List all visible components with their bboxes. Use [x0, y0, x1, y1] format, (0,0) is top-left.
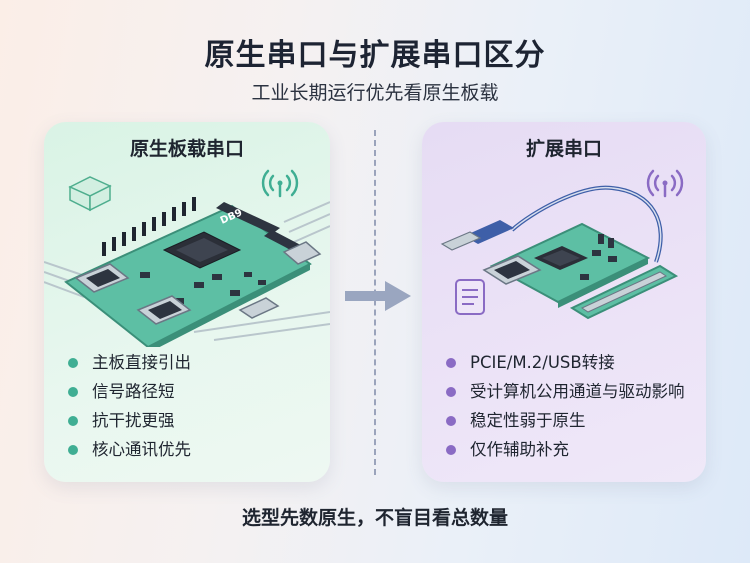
list-item-label: 稳定性弱于原生 — [470, 411, 586, 430]
right-arrow-icon — [345, 281, 411, 311]
chip-package-icon — [68, 176, 112, 212]
list-item-label: 核心通讯优先 — [92, 440, 191, 459]
list-item: PCIE/M.2/USB转接 — [444, 348, 685, 377]
bullet-dot-icon — [446, 387, 456, 397]
expansion-serial-feature-list: PCIE/M.2/USB转接 受计算机公用通道与驱动影响 稳定性弱于原生 仅作辅… — [444, 348, 685, 464]
pin-header — [102, 197, 196, 256]
bullet-dot-icon — [68, 358, 78, 368]
expansion-serial-panel: 扩展串口 — [422, 122, 706, 482]
list-item-label: 受计算机公用通道与驱动影响 — [470, 382, 685, 401]
list-item: 核心通讯优先 — [66, 435, 191, 464]
bullet-dot-icon — [68, 387, 78, 397]
riser-connector — [580, 271, 668, 313]
panel-divider — [374, 130, 376, 475]
bullet-dot-icon — [68, 416, 78, 426]
list-item-label: 仅作辅助补充 — [470, 440, 569, 459]
bullet-dot-icon — [446, 416, 456, 426]
list-item-label: PCIE/M.2/USB转接 — [470, 353, 615, 372]
expansion-slot — [216, 202, 280, 234]
bullet-dot-icon — [68, 445, 78, 455]
expansion-card-illustration — [440, 169, 684, 320]
db9-connector-3 — [282, 241, 322, 265]
motherboard-illustration: DB9 — [44, 169, 330, 347]
native-serial-panel: 原生板载串口 — [44, 122, 330, 482]
signal-traces — [44, 201, 330, 341]
wireless-signal-icon — [646, 169, 684, 198]
list-item: 仅作辅助补充 — [444, 435, 685, 464]
list-item: 信号路径短 — [66, 377, 191, 406]
page-title: 原生串口与扩展串口区分 — [204, 38, 546, 73]
document-icon — [455, 279, 485, 315]
list-item-label: 抗干扰更强 — [92, 411, 175, 430]
list-item-label: 信号路径短 — [92, 382, 175, 401]
list-item: 受计算机公用通道与驱动影响 — [444, 377, 685, 406]
bullet-dot-icon — [446, 358, 456, 368]
usb-plug-icon — [440, 220, 514, 251]
wireless-signal-icon — [261, 169, 299, 198]
bullet-dot-icon — [446, 445, 456, 455]
db9-connector — [482, 255, 542, 285]
page-subtitle: 工业长期运行优先看原生板载 — [251, 82, 499, 104]
native-serial-feature-list: 主板直接引出 信号路径短 抗干扰更强 核心通讯优先 — [66, 348, 191, 464]
smd-components — [580, 234, 617, 280]
list-item: 稳定性弱于原生 — [444, 406, 685, 435]
expansion-serial-panel-title: 扩展串口 — [525, 138, 602, 160]
list-item: 抗干扰更强 — [66, 406, 191, 435]
list-item-label: 主板直接引出 — [92, 353, 191, 372]
footer-conclusion: 选型先数原生，不盲目看总数量 — [241, 507, 508, 529]
usb-port — [238, 297, 280, 319]
db9-connector-2 — [136, 295, 192, 325]
native-serial-panel-title: 原生板载串口 — [129, 138, 244, 160]
list-item: 主板直接引出 — [66, 348, 191, 377]
db9-connector-1 — [74, 263, 130, 293]
